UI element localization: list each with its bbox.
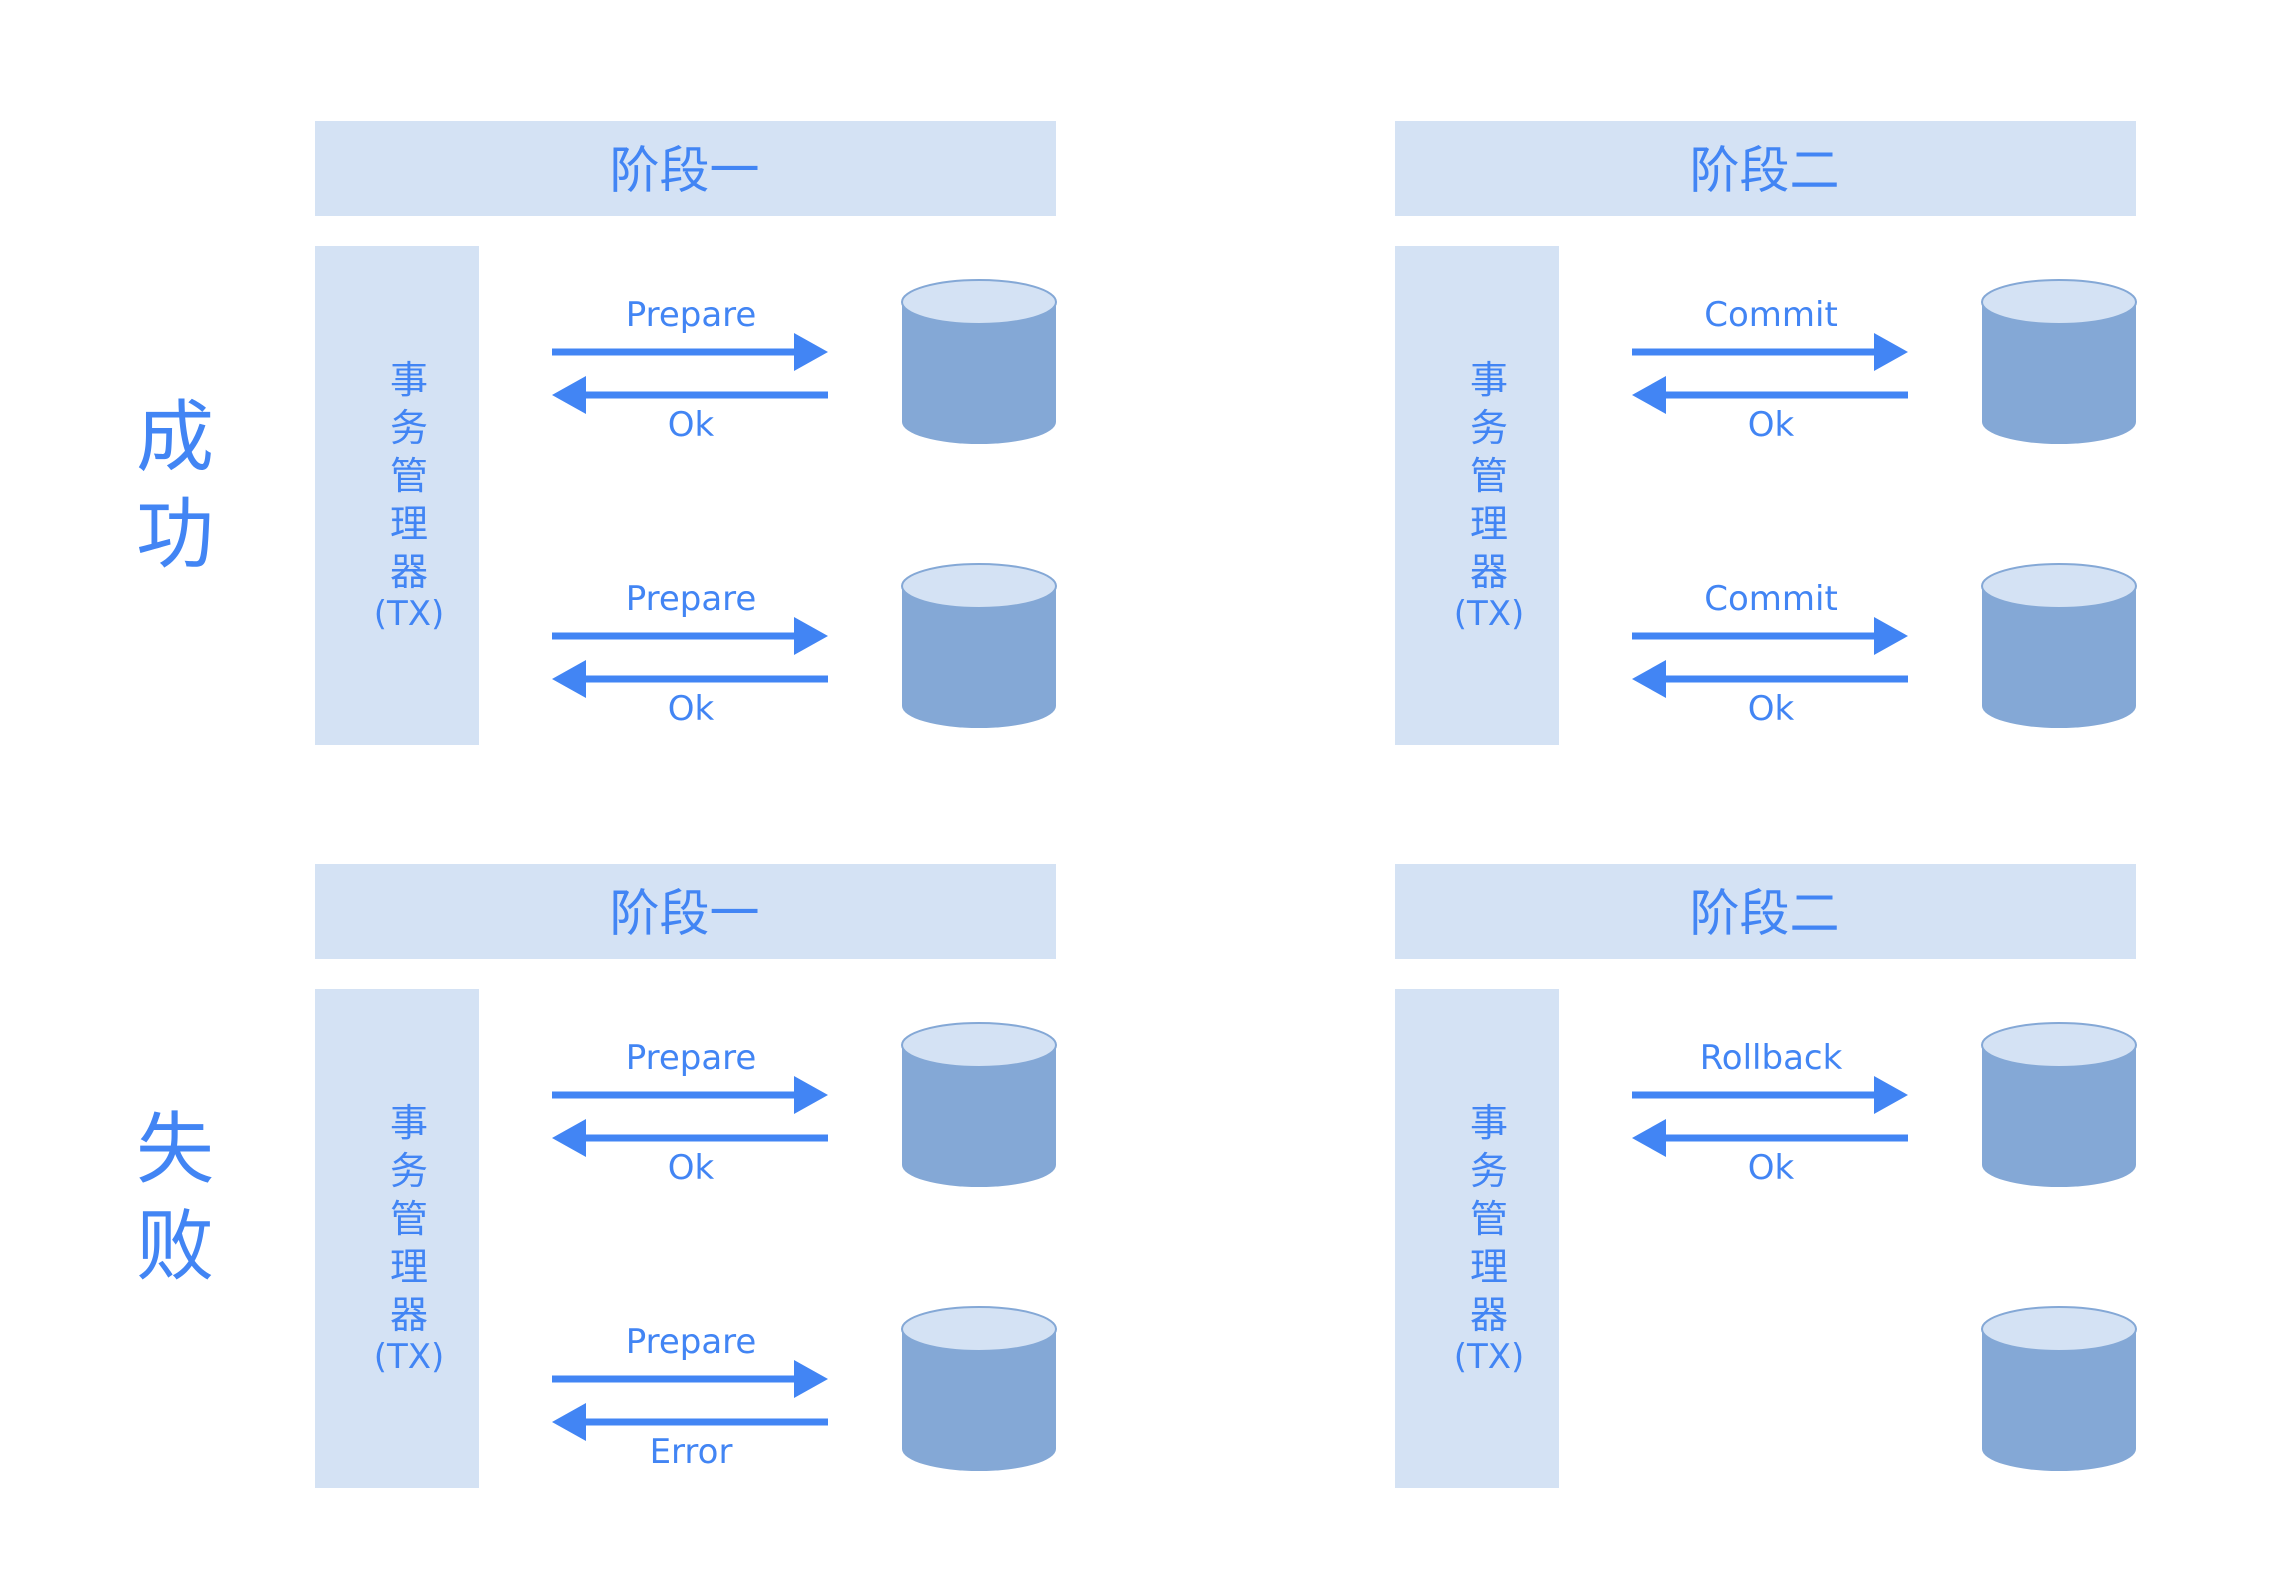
database-body xyxy=(1982,586,2136,728)
phase-title: 阶段一 xyxy=(610,885,760,943)
database-icon xyxy=(901,1306,1057,1471)
request-label: Prepare xyxy=(626,579,757,619)
transaction-manager-char: 理 xyxy=(390,1245,428,1289)
transaction-manager-char: 器 xyxy=(390,1293,428,1337)
database-icon xyxy=(1981,279,2137,444)
database-top xyxy=(1981,1306,2137,1352)
response-arrowhead xyxy=(552,660,586,698)
request-arrowhead xyxy=(1874,1076,1908,1114)
transaction-manager-char: 器 xyxy=(1470,550,1508,594)
database-icon xyxy=(1981,1306,2137,1471)
request-arrowhead xyxy=(1874,617,1908,655)
request-arrowhead xyxy=(794,333,828,371)
response-label: Error xyxy=(650,1432,733,1472)
phase-header-bar xyxy=(315,121,1056,216)
database-body xyxy=(902,586,1056,728)
request-arrowhead xyxy=(1874,333,1908,371)
transaction-manager-char: 理 xyxy=(1470,1245,1508,1289)
request-arrowhead xyxy=(794,1076,828,1114)
transaction-manager-char: 事 xyxy=(1470,358,1508,402)
transaction-manager-suffix: (TX) xyxy=(374,594,445,634)
scenario-label-char: 败 xyxy=(136,1202,214,1292)
response-arrowhead xyxy=(1632,660,1666,698)
transaction-manager-panel xyxy=(1395,246,1559,745)
transaction-manager-char: 管 xyxy=(1470,454,1508,498)
scenario-row: 失败阶段一事务管理器(TX)PrepareOkPrepareError阶段二事务… xyxy=(136,864,2137,1488)
database-body xyxy=(902,302,1056,444)
transaction-manager-suffix: (TX) xyxy=(1454,594,1525,634)
transaction-manager-char: 管 xyxy=(390,454,428,498)
scenario-label-char: 失 xyxy=(136,1105,214,1195)
response-arrowhead xyxy=(552,1119,586,1157)
response-arrowhead xyxy=(552,376,586,414)
database-top xyxy=(901,1306,1057,1352)
transaction-manager-char: 器 xyxy=(1470,1293,1508,1337)
response-label: Ok xyxy=(1748,405,1795,445)
transaction-manager-char: 务 xyxy=(1470,1149,1508,1193)
transaction-manager-char: 理 xyxy=(390,502,428,546)
transaction-manager-char: 事 xyxy=(390,358,428,402)
response-label: Ok xyxy=(668,1148,715,1188)
database-body xyxy=(902,1045,1056,1187)
database-icon xyxy=(901,279,1057,444)
scenario-label-char: 成 xyxy=(136,393,214,483)
transaction-manager-char: 理 xyxy=(1470,502,1508,546)
transaction-manager-char: 务 xyxy=(390,1149,428,1193)
database-body xyxy=(1982,1045,2136,1187)
phase-header-bar xyxy=(1395,864,2136,959)
response-arrowhead xyxy=(552,1403,586,1441)
transaction-manager-char: 务 xyxy=(390,406,428,450)
database-top xyxy=(901,563,1057,609)
database-icon xyxy=(901,1022,1057,1187)
database-body xyxy=(1982,1329,2136,1471)
transaction-manager-suffix: (TX) xyxy=(374,1337,445,1377)
request-label: Prepare xyxy=(626,1038,757,1078)
database-top xyxy=(1981,563,2137,609)
phase-header-bar xyxy=(1395,121,2136,216)
request-label: Commit xyxy=(1704,295,1838,335)
transaction-manager-panel xyxy=(315,989,479,1488)
phase-title: 阶段二 xyxy=(1690,142,1840,200)
transaction-manager-char: 器 xyxy=(390,550,428,594)
database-top xyxy=(1981,279,2137,325)
request-arrowhead xyxy=(794,617,828,655)
transaction-manager-char: 事 xyxy=(390,1101,428,1145)
database-icon xyxy=(1981,1022,2137,1187)
response-arrowhead xyxy=(1632,376,1666,414)
phase-header-bar xyxy=(315,864,1056,959)
transaction-manager-char: 事 xyxy=(1470,1101,1508,1145)
database-body xyxy=(1982,302,2136,444)
transaction-manager-suffix: (TX) xyxy=(1454,1337,1525,1377)
request-label: Commit xyxy=(1704,579,1838,619)
database-top xyxy=(901,1022,1057,1068)
request-label: Prepare xyxy=(626,295,757,335)
transaction-manager-panel xyxy=(1395,989,1559,1488)
database-top xyxy=(1981,1022,2137,1068)
phase-title: 阶段一 xyxy=(610,142,760,200)
transaction-manager-char: 管 xyxy=(1470,1197,1508,1241)
transaction-manager-char: 务 xyxy=(1470,406,1508,450)
transaction-manager-char: 管 xyxy=(390,1197,428,1241)
response-label: Ok xyxy=(1748,1148,1795,1188)
phase-title: 阶段二 xyxy=(1690,885,1840,943)
response-label: Ok xyxy=(668,405,715,445)
request-label: Rollback xyxy=(1700,1038,1843,1078)
transaction-manager-panel xyxy=(315,246,479,745)
database-icon xyxy=(1981,563,2137,728)
scenario-label-char: 功 xyxy=(136,490,214,580)
response-arrowhead xyxy=(1632,1119,1666,1157)
request-arrowhead xyxy=(794,1360,828,1398)
database-icon xyxy=(901,563,1057,728)
scenario-row: 成功阶段一事务管理器(TX)PrepareOkPrepareOk阶段二事务管理器… xyxy=(136,121,2137,745)
response-label: Ok xyxy=(1748,689,1795,729)
database-body xyxy=(902,1329,1056,1471)
request-label: Prepare xyxy=(626,1322,757,1362)
database-top xyxy=(901,279,1057,325)
response-label: Ok xyxy=(668,689,715,729)
